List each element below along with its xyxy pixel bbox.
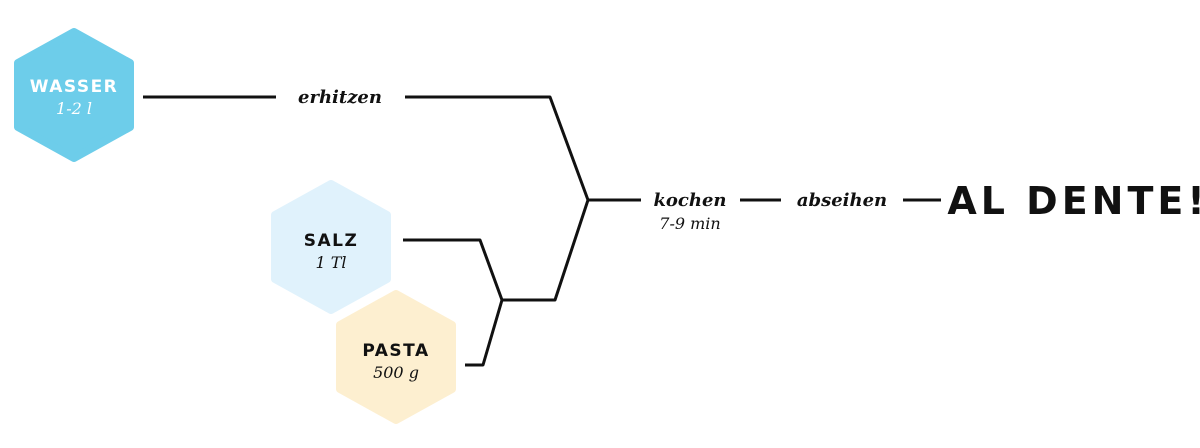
- step-drain: abseihen: [797, 190, 887, 211]
- hexagon-pasta: [336, 290, 456, 424]
- ingredient-pasta: PASTA 500 g: [336, 290, 456, 424]
- result-label: AL DENTE!: [947, 179, 1200, 223]
- ingredient-name: PASTA: [362, 341, 429, 361]
- ingredient-name: SALZ: [304, 231, 359, 251]
- ingredient-amount: 500 g: [373, 363, 419, 382]
- step-heat: erhitzen: [298, 87, 382, 108]
- step-cook: kochen: [653, 190, 726, 211]
- ingredient-name: WASSER: [30, 77, 119, 97]
- ingredient-amount: 1-2 l: [56, 99, 92, 118]
- ingredient-amount: 1 Tl: [315, 253, 346, 272]
- bracket-main: [405, 95, 590, 302]
- hexagon-salz: [271, 180, 391, 314]
- ingredient-salz: SALZ 1 Tl: [271, 180, 391, 314]
- ingredient-wasser: WASSER 1-2 l: [14, 28, 134, 162]
- bracket-salz-pasta: [403, 238, 504, 367]
- cook-time: 7-9 min: [659, 214, 720, 233]
- hexagon-wasser: [14, 28, 134, 162]
